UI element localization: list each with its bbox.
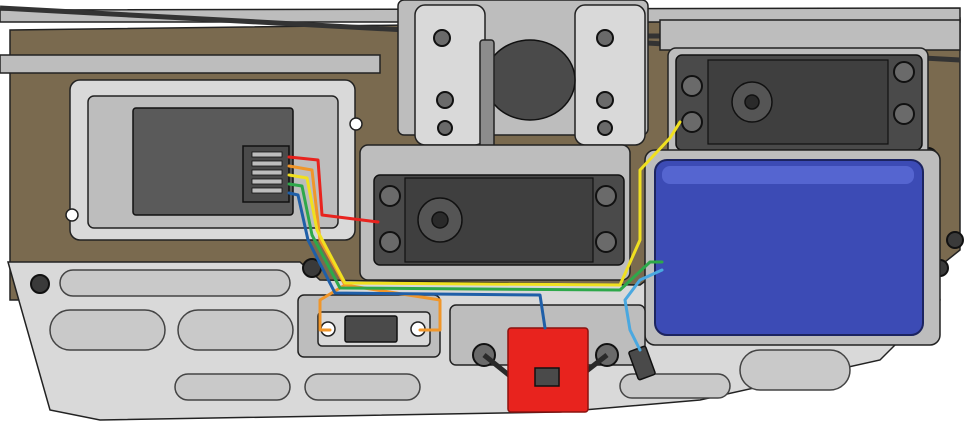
tray-slot-3 <box>177 309 294 351</box>
power-switch-assembly <box>297 294 441 358</box>
battery-highlight <box>662 166 914 184</box>
tray-slot-2 <box>49 309 166 351</box>
battery-pack <box>644 149 941 346</box>
spur-gear <box>479 39 495 161</box>
receiver <box>65 79 363 241</box>
bolt <box>436 91 454 109</box>
tray-slot-7 <box>739 349 851 391</box>
receiver-ports <box>251 151 283 194</box>
servo-mount-bolt <box>379 231 401 253</box>
wire-yellow <box>287 120 682 287</box>
wire-red <box>287 155 380 224</box>
tray-slot-1 <box>59 269 291 297</box>
servo-mount-bolt <box>893 103 915 125</box>
wiring-harness <box>287 120 682 352</box>
servo-mount-bolt <box>681 75 703 97</box>
tray-slot-5 <box>304 373 421 401</box>
engine-icon <box>484 39 576 121</box>
servo-mount-bolt <box>681 111 703 133</box>
tray-slot-6 <box>619 373 731 399</box>
mount-hole <box>65 208 79 222</box>
throttle-servo <box>667 47 929 159</box>
switch-slider <box>344 315 398 343</box>
bolt <box>596 29 614 47</box>
screw <box>30 274 50 294</box>
bolt <box>596 91 614 109</box>
connector-icon <box>628 345 656 381</box>
servo-output-hub <box>431 211 449 229</box>
switch-clip <box>534 367 560 387</box>
frame-strip-left <box>0 54 381 74</box>
screw <box>946 231 964 249</box>
tray-slot-4 <box>174 373 291 401</box>
bolt <box>433 29 451 47</box>
bolt <box>597 120 613 136</box>
power-switch <box>449 304 646 413</box>
mount-hole <box>349 117 363 131</box>
steering-servo <box>359 144 631 281</box>
servo-mount-bolt <box>893 61 915 83</box>
wire-lightblue <box>623 268 664 352</box>
servo-mount-bolt <box>595 185 617 207</box>
servo-mount-bolt <box>379 185 401 207</box>
bolt <box>437 120 453 136</box>
wire-orange <box>287 164 442 332</box>
wire-green <box>287 182 664 292</box>
engine-assembly <box>397 0 649 161</box>
servo-output-hub <box>744 94 760 110</box>
servo-mount-bolt <box>595 231 617 253</box>
battery-icon <box>654 159 924 336</box>
frame-strip-right <box>659 19 961 51</box>
wire-blue <box>287 191 547 330</box>
